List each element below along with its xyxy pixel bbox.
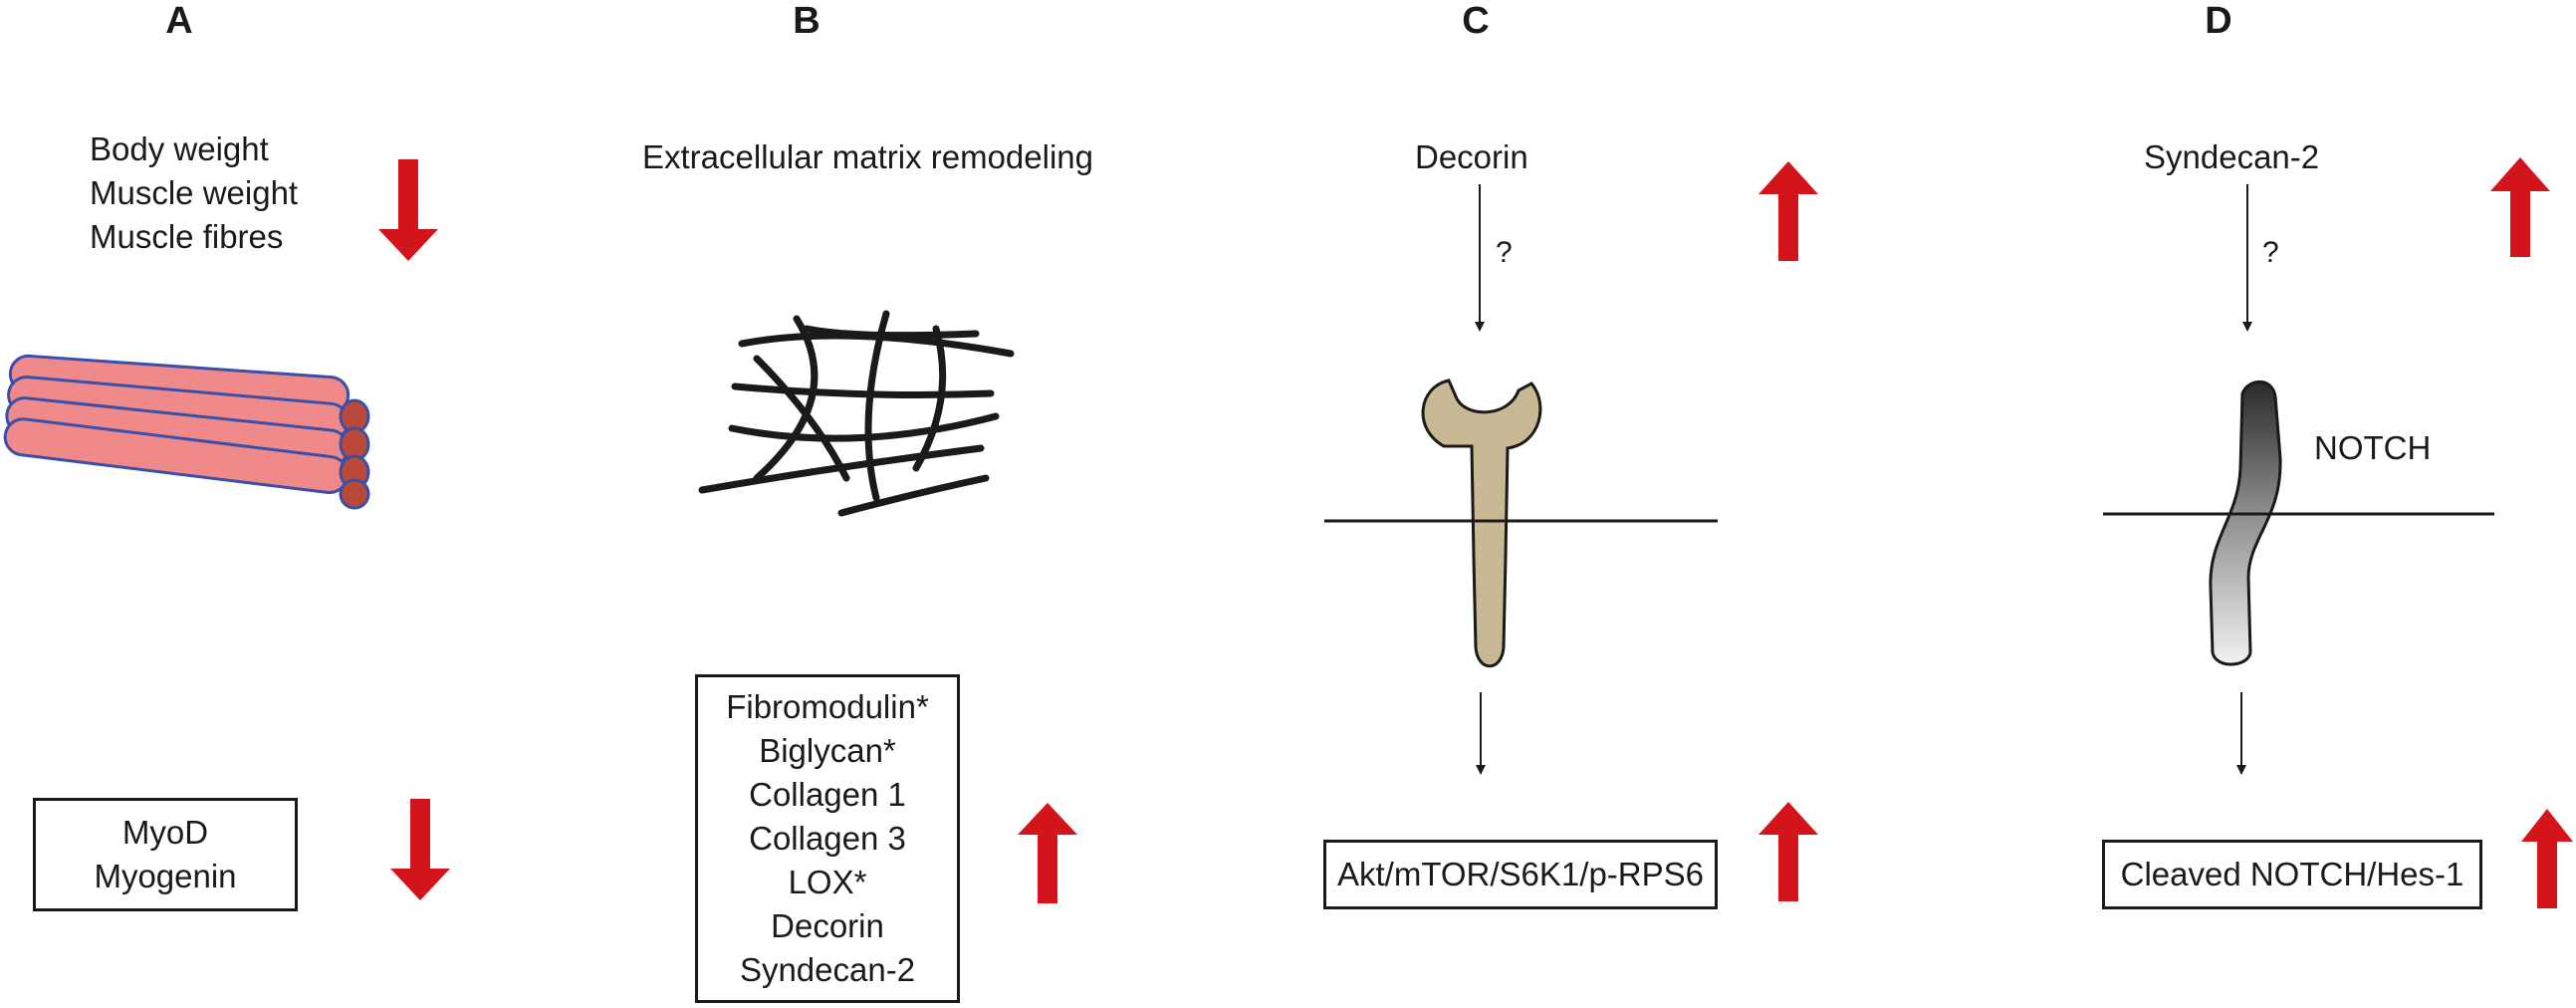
increase-arrow-ecm-icon xyxy=(1018,803,1077,903)
pathway-akt-mtor: Akt/mTOR/S6K1/p-RPS6 xyxy=(1336,856,1704,892)
notch-receptor-icon xyxy=(2209,379,2282,666)
decrease-arrow-body-weight-icon xyxy=(378,159,438,261)
decorin-receptor-icon xyxy=(1421,378,1542,668)
component-collagen-1: Collagen 1 xyxy=(749,776,906,813)
effect-muscle-weight: Muscle weight xyxy=(90,174,299,211)
panel-letter-a: A xyxy=(165,0,193,42)
notch-receptor-label: NOTCH xyxy=(2314,429,2432,466)
panel-b-components-box: Fibromodulin* Biglycan* Collagen 1 Colla… xyxy=(695,674,960,1003)
panel-a-effects-list: Body weight Muscle weight Muscle fibres xyxy=(90,127,298,259)
panel-d-ligand: Syndecan-2 xyxy=(2144,138,2320,175)
panel-d-question-mark: ? xyxy=(2262,236,2279,269)
effect-muscle-fibres: Muscle fibres xyxy=(90,218,284,255)
effect-body-weight: Body weight xyxy=(90,130,269,167)
component-syndecan-2: Syndecan-2 xyxy=(739,951,916,988)
panel-c-pathway-box: Akt/mTOR/S6K1/p-RPS6 xyxy=(1323,840,1718,909)
panel-a-markers-box: MyoD Myogenin xyxy=(33,798,298,911)
increase-arrow-akt-pathway-icon xyxy=(1758,802,1818,901)
muscle-fibre-bundle-icon xyxy=(3,354,370,510)
component-collagen-3: Collagen 3 xyxy=(749,820,906,857)
panel-d-pathway-box: Cleaved NOTCH/Hes-1 xyxy=(2102,840,2482,909)
increase-arrow-notch-pathway-icon xyxy=(2521,809,2573,908)
component-lox: LOX* xyxy=(788,864,867,900)
pathway-cleaved-notch: Cleaved NOTCH/Hes-1 xyxy=(2120,856,2464,892)
panel-c-ligand: Decorin xyxy=(1415,138,1528,175)
marker-myogenin: Myogenin xyxy=(94,858,237,894)
extracellular-matrix-mesh-icon xyxy=(698,310,1015,517)
decrease-arrow-myod-icon xyxy=(390,799,450,900)
panel-b-title: Extracellular matrix remodeling xyxy=(642,138,1093,175)
panel-letter-b: B xyxy=(793,0,820,42)
panel-letter-d: D xyxy=(2205,0,2232,42)
component-biglycan: Biglycan* xyxy=(759,732,896,769)
component-decorin: Decorin xyxy=(771,907,884,944)
panel-c-question-mark: ? xyxy=(1496,236,1513,269)
component-fibromodulin: Fibromodulin* xyxy=(726,688,929,725)
increase-arrow-decorin-icon xyxy=(1758,161,1818,261)
increase-arrow-syndecan-icon xyxy=(2490,157,2550,257)
panel-letter-c: C xyxy=(1462,0,1490,42)
marker-myod: MyoD xyxy=(121,814,209,851)
